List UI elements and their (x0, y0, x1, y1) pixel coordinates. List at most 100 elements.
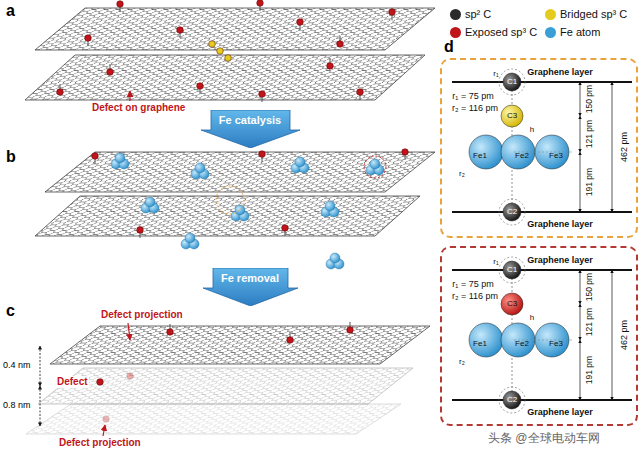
atom-label: h (530, 125, 534, 134)
atom-dot (137, 227, 144, 234)
graphene-sheet (35, 8, 435, 50)
detail-panel: Graphene layer r₁ = 75 pm r₂ = 116 pm C1 r₁ C… (440, 58, 638, 238)
leader-line (40, 386, 41, 426)
art-shape (364, 156, 386, 178)
atom-dot (257, 0, 264, 6)
annotation: Defect projection (58, 437, 142, 449)
leader-line (612, 270, 613, 400)
art-shape (295, 157, 305, 167)
dimension-text: 150 pm (585, 85, 595, 113)
legend-text: Fe atom (560, 26, 600, 39)
carbon-atom (209, 41, 216, 48)
atom-dot (282, 225, 289, 232)
leader-line (580, 152, 581, 212)
annotation: Defect (56, 376, 89, 388)
carbon-atom (97, 379, 104, 386)
atom-dot (197, 83, 204, 90)
carbon-atom (337, 36, 344, 47)
annotation: 0.8 nm (2, 400, 32, 410)
atom-sphere (503, 261, 521, 279)
atom-sphere (469, 323, 503, 357)
panel-letter: c (6, 302, 15, 320)
annotation: 0.4 nm (2, 360, 32, 370)
atom-label: r₁ = 75 pm (452, 91, 493, 101)
graphene-line (452, 211, 632, 213)
atom-label: C3 (507, 111, 517, 120)
atom-dot (337, 41, 344, 48)
graphene-sheet (45, 152, 435, 192)
graphene-sheet (26, 404, 401, 434)
graphene-sheet (25, 55, 425, 100)
atom-dot (177, 27, 184, 34)
art-shape (216, 186, 244, 214)
atom-label: Fe2 (515, 151, 529, 160)
graphene-sheet (50, 326, 430, 364)
graphene-sheet (35, 196, 420, 236)
atom-label: Fe1 (473, 151, 487, 160)
leader-line (580, 82, 581, 116)
leader-line (612, 82, 613, 212)
atom-label: r₁ = 75 pm (452, 279, 493, 289)
atom-sphere (501, 105, 523, 127)
atom-dot (92, 153, 99, 160)
atom-dot (389, 9, 396, 16)
carbon-atom (402, 149, 409, 160)
graphene-lattice (35, 8, 435, 50)
art-shape (235, 205, 245, 215)
atom-label: h (530, 313, 534, 322)
atom-dot (259, 151, 266, 158)
detail-panel: Graphene layerr₁ = 75 pmr₂ = 116 pmC1r₁C… (440, 246, 638, 426)
art-shape (499, 257, 525, 283)
atom-dot (259, 91, 266, 98)
atom-dot (97, 379, 104, 386)
leader-line (580, 304, 581, 340)
atom-dot (357, 89, 364, 96)
carbon-atom (357, 89, 364, 100)
atom-sphere (503, 203, 521, 221)
carbon-atom (297, 19, 304, 30)
carbon-atom (85, 35, 92, 46)
carbon-atom (167, 324, 174, 335)
legend-swatch (450, 27, 461, 38)
legend-swatch (450, 9, 461, 20)
fe-cluster (111, 153, 129, 169)
dimension-text: 150 pm (585, 273, 595, 301)
carbon-atom (287, 332, 294, 343)
leader-line (129, 91, 130, 101)
atom-dot (85, 35, 92, 42)
art-shape (499, 69, 525, 95)
atom-dot (402, 149, 409, 156)
leader-line (128, 323, 130, 340)
dimension-text: 462 pm (619, 132, 629, 162)
atom-label: r₂ = 116 pm (452, 103, 498, 113)
carbon-atom (389, 9, 396, 20)
carbon-atom (225, 55, 232, 62)
atom-dot (209, 41, 216, 48)
graphene-line (452, 81, 632, 83)
atom-label: C1 (507, 77, 517, 86)
graphene-lattice (38, 368, 413, 404)
art-shape (145, 197, 155, 207)
carbon-atom (197, 83, 204, 94)
fe-cluster (141, 197, 159, 213)
atom-dot (297, 19, 304, 26)
graphene-lattice (35, 196, 420, 236)
atom-dot (347, 327, 354, 334)
atom-label: r₁ (493, 69, 498, 78)
atom-label: C2 (507, 395, 517, 404)
atom-label: Graphene layer (527, 67, 593, 77)
graphene-line (452, 269, 632, 271)
atom-label: r₂ = 116 pm (452, 291, 498, 301)
atom-label: Fe2 (515, 339, 529, 348)
atom-dot (127, 373, 134, 380)
atom-label: Fe3 (549, 151, 563, 160)
art-shape (499, 387, 525, 413)
atom-label: r₂ (459, 357, 465, 366)
dimension-text: 191 pm (585, 356, 595, 384)
graphene-lattice (45, 152, 435, 192)
arrow-body (203, 268, 298, 306)
fe-cluster (291, 157, 309, 173)
carbon-atom (259, 91, 266, 102)
dimension-text: 191 pm (585, 168, 595, 196)
carbon-atom (347, 322, 354, 333)
